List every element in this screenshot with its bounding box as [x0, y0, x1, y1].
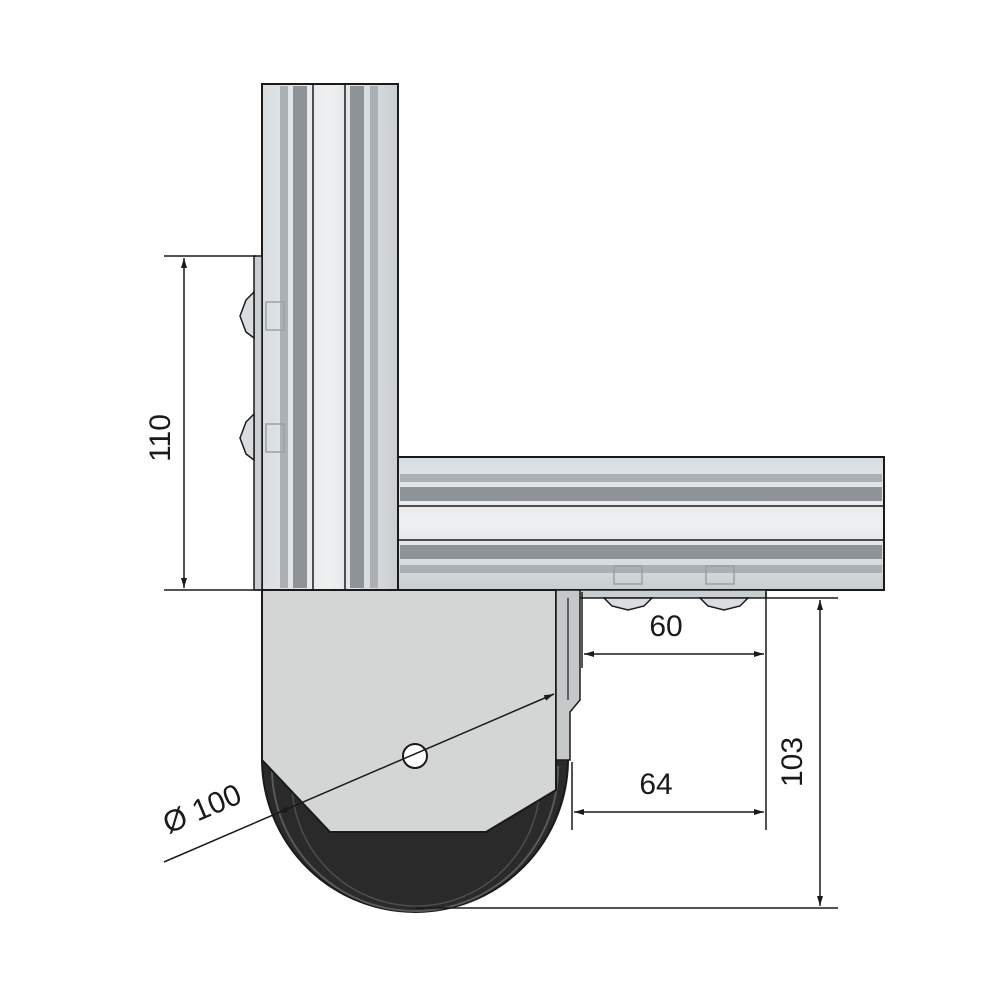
axle-hole-icon	[402, 743, 428, 769]
dimension-label-64: 64	[639, 768, 672, 801]
dimension-label-103: 103	[776, 737, 809, 787]
dimension-label-60: 60	[649, 610, 682, 643]
dimension-110: 110	[144, 255, 262, 591]
dimension-64: 64	[571, 762, 764, 830]
horizontal-profile	[397, 456, 885, 591]
caster-bracket	[261, 589, 581, 833]
dimension-103: 103	[416, 597, 838, 909]
dimension-label-110: 110	[144, 414, 177, 462]
dimension-60: 60	[581, 592, 767, 830]
dimension-label-diameter: Ø 100	[158, 778, 246, 840]
vertical-profile	[261, 83, 399, 591]
